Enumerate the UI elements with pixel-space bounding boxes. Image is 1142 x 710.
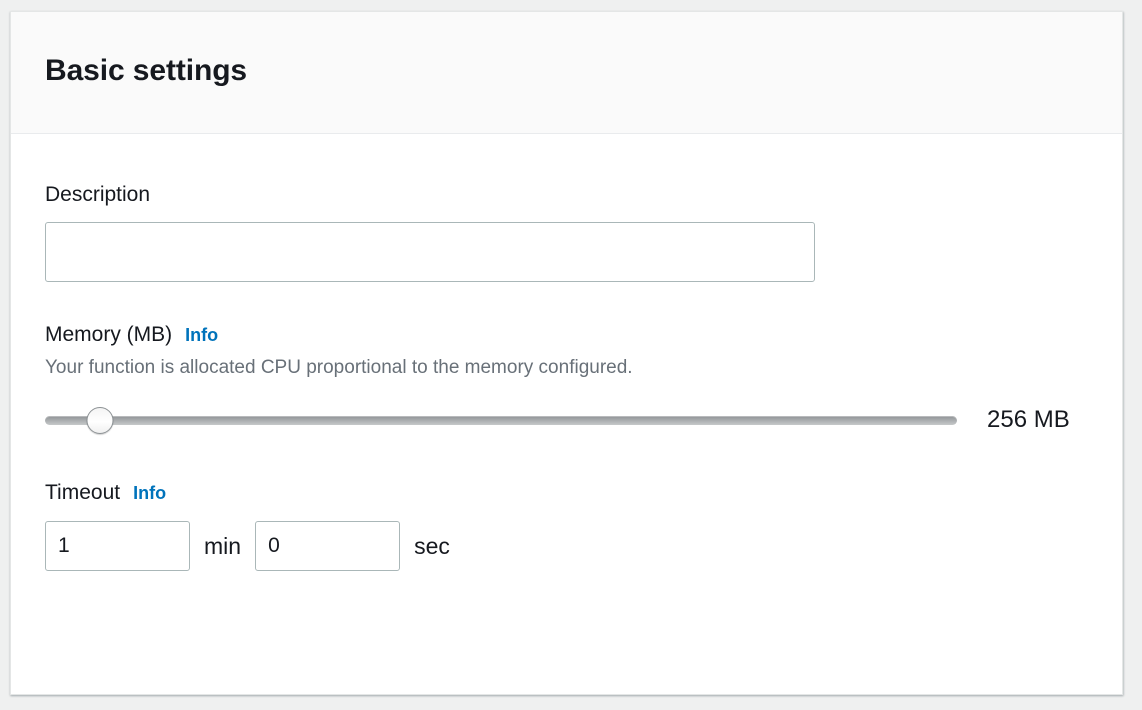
memory-label: Memory (MB) Info <box>45 322 1088 347</box>
timeout-minutes-unit: min <box>204 532 242 559</box>
page-title: Basic settings <box>45 53 248 87</box>
timeout-seconds-unit: sec <box>414 532 450 559</box>
timeout-seconds-input[interactable] <box>255 521 401 572</box>
memory-info-link[interactable]: Info <box>185 325 219 346</box>
timeout-minutes-input[interactable] <box>45 521 190 572</box>
memory-help-text: Your function is allocated CPU proportio… <box>45 357 633 379</box>
slider-thumb[interactable] <box>86 406 114 434</box>
memory-value-label: 256 MB <box>987 406 1070 434</box>
memory-slider[interactable] <box>45 406 957 434</box>
description-field-group: Description <box>45 182 1088 283</box>
timeout-field-group: Timeout Info min sec <box>45 480 1088 572</box>
panel-body: Description Memory (MB) Info Your functi… <box>11 134 1122 572</box>
description-label: Description <box>45 182 1088 207</box>
memory-field-group: Memory (MB) Info Your function is alloca… <box>45 322 1088 434</box>
description-label-text: Description <box>45 183 151 206</box>
timeout-inputs-row: min sec <box>45 521 1088 572</box>
timeout-info-link[interactable]: Info <box>133 483 167 504</box>
memory-label-text: Memory (MB) <box>45 323 173 347</box>
basic-settings-panel: Basic settings Description Memory (MB) I… <box>10 11 1123 695</box>
timeout-label: Timeout Info <box>45 480 1088 505</box>
memory-slider-row: 256 MB <box>45 406 1088 434</box>
description-input[interactable] <box>45 222 815 283</box>
timeout-label-text: Timeout <box>45 481 121 505</box>
panel-header: Basic settings <box>11 12 1122 134</box>
slider-track <box>45 415 957 425</box>
